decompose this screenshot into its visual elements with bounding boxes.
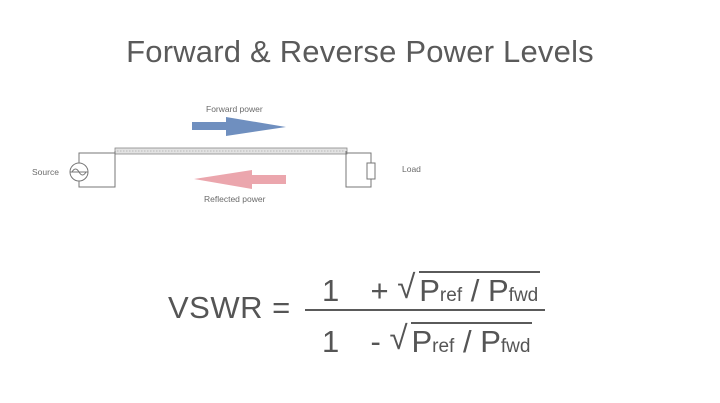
reflected-power-label: Reflected power bbox=[204, 194, 266, 204]
p-fwd-sub: fwd bbox=[500, 336, 531, 357]
reflected-arrow-head bbox=[194, 170, 252, 189]
slide-title: Forward & Reverse Power Levels bbox=[126, 34, 594, 69]
formula-numerator: 1 + √ Pref / Pfwd bbox=[322, 268, 541, 309]
source-circuit bbox=[69, 151, 116, 188]
sqrt-icon: √ bbox=[389, 319, 408, 356]
denominator-sqrt: √ Pref / Pfwd bbox=[389, 319, 533, 360]
source-return-wire bbox=[78, 151, 116, 188]
load-return-wire bbox=[345, 151, 372, 188]
load-circuit bbox=[345, 151, 376, 188]
denominator-one: 1 bbox=[322, 324, 340, 359]
forward-power-label: Forward power bbox=[206, 104, 263, 114]
resistor-icon bbox=[366, 162, 376, 180]
numerator-sqrt: √ Pref / Pfwd bbox=[397, 268, 541, 309]
p-ref-sub: ref bbox=[432, 336, 455, 357]
load-label: Load bbox=[402, 164, 421, 174]
p-ref-sub: ref bbox=[439, 285, 463, 306]
numerator-plus: + bbox=[370, 273, 389, 308]
ratio-slash: / bbox=[462, 324, 472, 359]
numerator-one: 1 bbox=[322, 273, 340, 308]
reflected-power-arrow bbox=[194, 170, 286, 189]
p-fwd-sub: fwd bbox=[508, 285, 539, 306]
forward-arrow-shaft bbox=[192, 122, 228, 130]
sine-wave-icon bbox=[71, 168, 87, 176]
source-feed-wire bbox=[78, 152, 115, 163]
p-fwd: P bbox=[480, 324, 501, 359]
sqrt-icon: √ bbox=[397, 268, 416, 305]
numerator-radicand: Pref / Pfwd bbox=[419, 271, 541, 309]
load-feed-wire bbox=[346, 152, 372, 163]
p-ref: P bbox=[419, 273, 440, 308]
fraction-bar bbox=[305, 309, 545, 311]
formula-denominator: 1 - √ Pref / Pfwd bbox=[322, 319, 533, 360]
forward-arrow-head bbox=[226, 117, 286, 136]
p-fwd: P bbox=[487, 273, 509, 308]
vswr-symbol: VSWR bbox=[168, 290, 263, 325]
equals-sign: = bbox=[272, 290, 291, 325]
reflected-arrow-shaft bbox=[250, 175, 286, 184]
formula-lhs: VSWR = bbox=[168, 290, 291, 326]
forward-power-arrow bbox=[192, 117, 286, 136]
denominator-minus: - bbox=[370, 324, 381, 359]
denominator-radicand: Pref / Pfwd bbox=[411, 322, 533, 360]
ratio-slash: / bbox=[470, 273, 480, 308]
p-ref: P bbox=[411, 324, 433, 359]
source-label: Source bbox=[32, 167, 59, 177]
